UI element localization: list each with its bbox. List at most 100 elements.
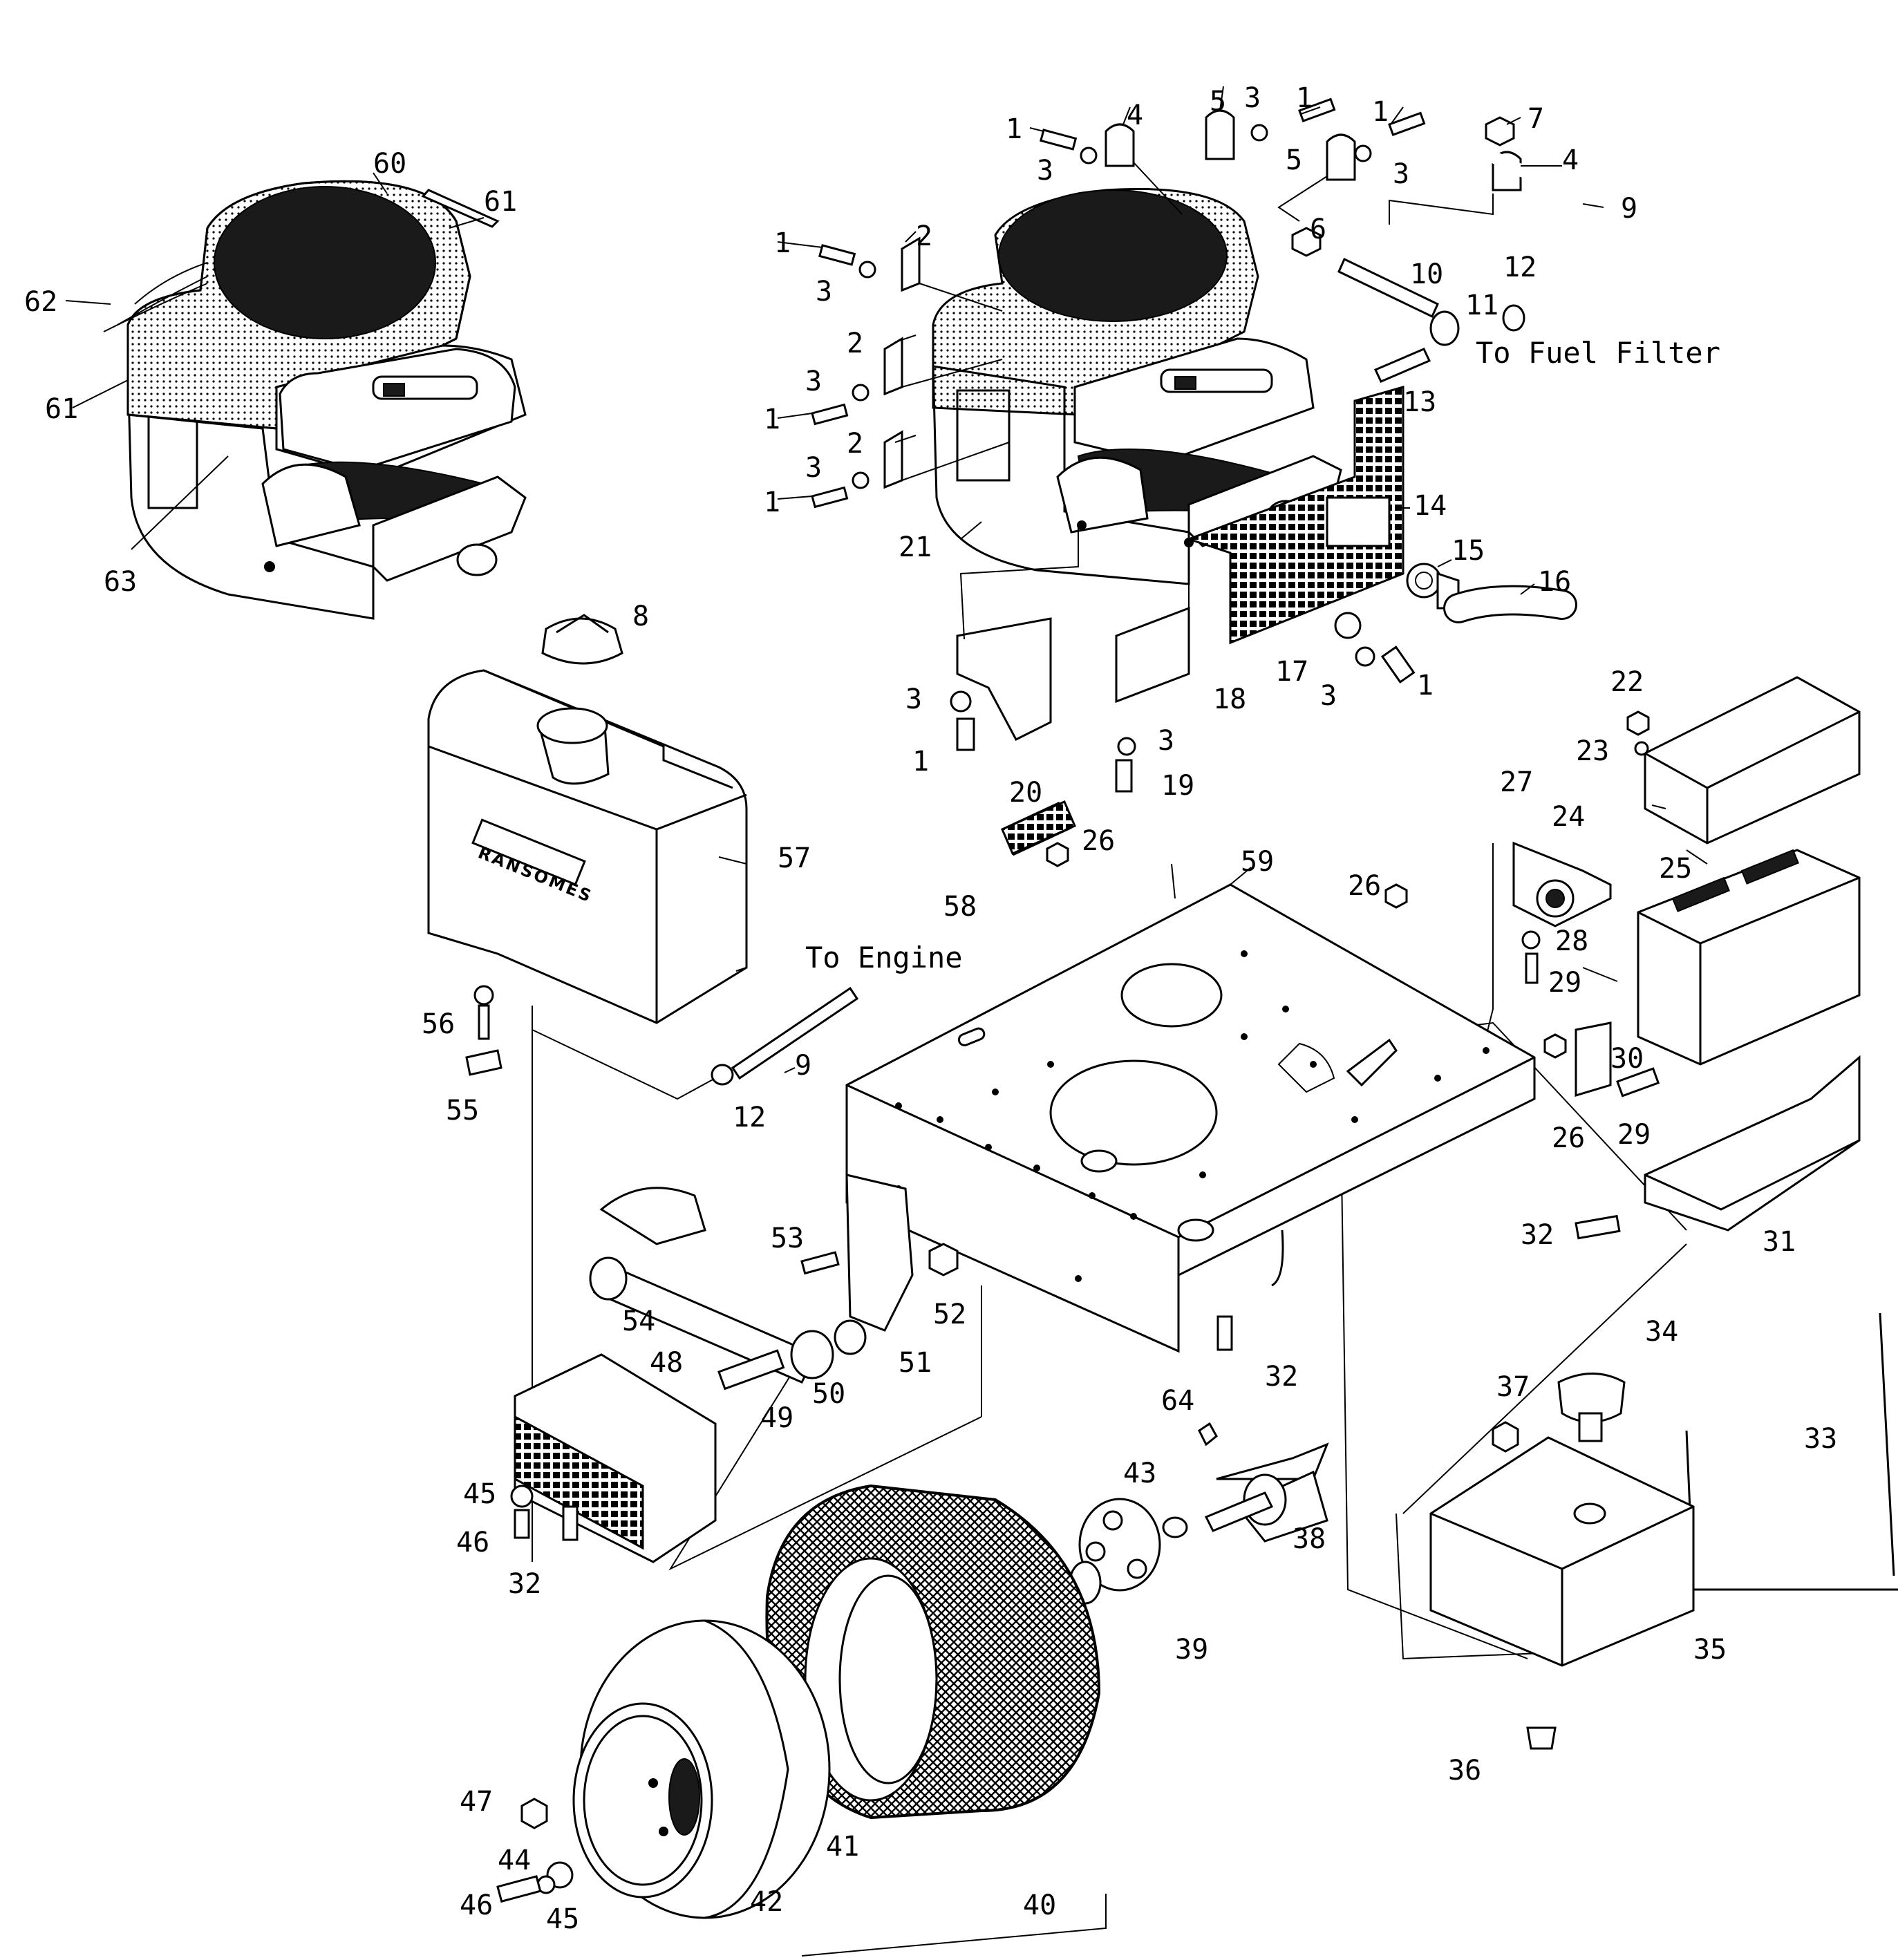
callout-1: 1 — [1296, 82, 1313, 114]
callout-2: 2 — [847, 328, 863, 359]
callout-29: 29 — [1548, 967, 1581, 999]
callout-51: 51 — [899, 1347, 932, 1379]
callout-1: 1 — [1417, 670, 1434, 701]
callout-9: 9 — [795, 1050, 811, 1082]
callout-3: 3 — [1320, 680, 1337, 712]
callout-3: 3 — [1158, 725, 1174, 757]
callout-47: 47 — [460, 1786, 493, 1818]
callout-46: 46 — [456, 1527, 489, 1558]
callout-61: 61 — [484, 186, 517, 218]
callout-3: 3 — [1244, 82, 1261, 114]
callout-36: 36 — [1448, 1755, 1481, 1787]
plate-holes — [895, 950, 1490, 1282]
callout-57: 57 — [778, 842, 811, 874]
engine-exploded — [932, 187, 1404, 645]
callout-63: 63 — [104, 566, 137, 598]
callout-64: 64 — [1161, 1385, 1194, 1417]
callout-59: 59 — [1241, 846, 1274, 878]
callout-15: 15 — [1451, 535, 1485, 567]
callout-48: 48 — [650, 1347, 683, 1379]
chassis-plate — [800, 800, 1660, 1353]
callout-17: 17 — [1275, 656, 1308, 688]
callout-9: 9 — [1621, 193, 1637, 225]
callout-24: 24 — [1552, 801, 1585, 833]
callout-14: 14 — [1413, 490, 1447, 522]
callout-3: 3 — [1037, 155, 1053, 187]
callout-46: 46 — [460, 1890, 493, 1921]
callout-8: 8 — [632, 601, 649, 632]
callout-44: 44 — [498, 1845, 531, 1876]
callout-22: 22 — [1610, 666, 1644, 698]
note-to-fuel-filter: To Fuel Filter — [1476, 336, 1720, 370]
callout-30: 30 — [1610, 1043, 1644, 1075]
callout-10: 10 — [1410, 258, 1443, 290]
battery-area — [1575, 676, 1898, 1591]
callout-62: 62 — [24, 286, 57, 318]
callout-42: 42 — [750, 1886, 783, 1918]
callout-31: 31 — [1763, 1226, 1796, 1258]
callout-53: 53 — [771, 1223, 804, 1254]
callout-1: 1 — [912, 746, 929, 778]
callout-50: 50 — [812, 1378, 845, 1410]
reservoir — [1429, 1373, 1695, 1750]
callout-38: 38 — [1293, 1523, 1326, 1555]
callout-33: 33 — [1804, 1423, 1837, 1455]
callout-29: 29 — [1617, 1119, 1651, 1151]
callout-32: 32 — [1521, 1219, 1554, 1251]
callout-32: 32 — [1265, 1361, 1298, 1393]
callout-39: 39 — [1175, 1634, 1208, 1666]
callout-20: 20 — [1009, 777, 1042, 809]
engine-assembled — [103, 180, 527, 620]
callout-28: 28 — [1555, 925, 1588, 957]
callout-23: 23 — [1576, 735, 1609, 767]
callout-61: 61 — [45, 393, 78, 425]
callout-25: 25 — [1659, 853, 1692, 885]
callout-40: 40 — [1023, 1890, 1056, 1921]
callout-60: 60 — [373, 148, 406, 180]
callout-45: 45 — [546, 1903, 579, 1935]
note-to-engine: To Engine — [805, 941, 963, 974]
callout-6: 6 — [1310, 214, 1326, 245]
callout-3: 3 — [805, 366, 822, 397]
callout-numbers: 1 1 1 1 1 1 1 1 2 2 2 3 3 3 3 3 3 3 3 3 … — [24, 82, 1837, 1935]
callout-19: 19 — [1161, 770, 1194, 802]
callout-16: 16 — [1538, 566, 1571, 598]
callout-11: 11 — [1465, 290, 1498, 321]
callout-1: 1 — [1372, 96, 1389, 128]
wheel-assembly — [496, 1422, 1329, 1957]
callout-1: 1 — [764, 487, 780, 518]
callout-26: 26 — [1552, 1122, 1585, 1154]
callout-49: 49 — [760, 1402, 793, 1434]
axle — [589, 1187, 867, 1391]
callout-52: 52 — [933, 1299, 966, 1330]
callout-7: 7 — [1528, 103, 1544, 135]
shield-48 — [510, 1353, 717, 1563]
callout-3: 3 — [805, 452, 822, 484]
callout-21: 21 — [899, 531, 932, 563]
callout-3: 3 — [905, 684, 922, 715]
callout-5: 5 — [1210, 86, 1226, 117]
callout-43: 43 — [1123, 1458, 1156, 1489]
callout-34: 34 — [1645, 1316, 1678, 1348]
callout-13: 13 — [1403, 386, 1436, 418]
callout-58: 58 — [943, 891, 977, 923]
engine-hardware — [811, 97, 1627, 793]
callout-1: 1 — [764, 404, 780, 435]
callout-26: 26 — [1348, 870, 1381, 902]
callout-1: 1 — [774, 227, 791, 259]
callout-26: 26 — [1082, 825, 1115, 857]
callout-2: 2 — [916, 220, 932, 252]
callout-2: 2 — [847, 428, 863, 460]
callout-55: 55 — [446, 1095, 479, 1127]
callout-4: 4 — [1562, 144, 1579, 176]
callout-5: 5 — [1286, 144, 1302, 176]
callout-leaders — [65, 86, 1708, 1073]
callout-32: 32 — [508, 1568, 541, 1600]
callout-37: 37 — [1496, 1371, 1530, 1403]
callout-12: 12 — [733, 1102, 766, 1133]
callout-54: 54 — [622, 1306, 655, 1337]
callout-4: 4 — [1127, 100, 1143, 131]
callout-41: 41 — [826, 1831, 859, 1863]
callout-3: 3 — [1393, 158, 1409, 190]
